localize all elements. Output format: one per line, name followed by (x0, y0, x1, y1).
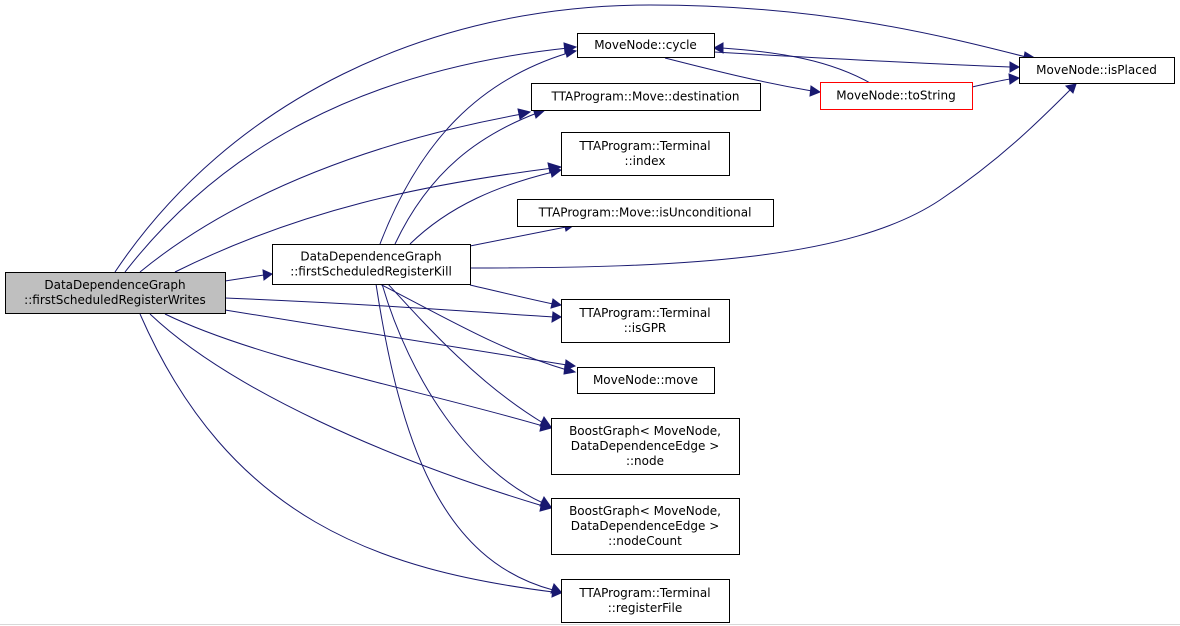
edge-root-to-destination (139, 108, 532, 273)
call-edges (114, 4, 1077, 598)
node-box (577, 367, 715, 394)
call-graph-nodes: DataDependenceGraph::firstScheduledRegis… (5, 33, 1175, 623)
edge-kill-to-isgpr (469, 284, 563, 309)
edge-kill-to-isplaced (469, 83, 1077, 269)
edge-root-to-cycle (124, 42, 578, 273)
node-movenode-cycle[interactable]: MoveNode::cycle (577, 33, 715, 58)
node-move-isunconditional[interactable]: TTAProgram::Move::isUnconditional (517, 199, 774, 227)
node-box (561, 579, 730, 623)
node-box (561, 299, 730, 343)
node-label-line: MoveNode::isPlaced (1036, 63, 1157, 77)
node-first-scheduled-register-kill[interactable]: DataDependenceGraph::firstScheduledRegis… (272, 244, 471, 285)
node-terminal-registerfile[interactable]: TTAProgram::Terminal::registerFile (561, 579, 730, 623)
node-label-line: ::firstScheduledRegisterKill (290, 265, 452, 279)
edge-kill-to-nodecount (381, 283, 553, 508)
node-label-line: BoostGraph< MoveNode, (569, 504, 721, 518)
node-label-line: BoostGraph< MoveNode, (569, 424, 721, 438)
edge-root-to-nodecount (149, 313, 553, 512)
node-box (1019, 57, 1175, 84)
node-label-line: ::registerFile (608, 601, 682, 615)
node-boostgraph-nodecount[interactable]: BoostGraph< MoveNode,DataDependenceEdge … (551, 498, 740, 555)
edge-kill-to-registerfile (375, 283, 563, 594)
node-label-line: DataDependenceGraph (44, 278, 185, 292)
node-label-line: MoveNode::toString (836, 89, 955, 103)
node-label-line: TTAProgram::Move::destination (551, 90, 740, 104)
node-movenode-tostring[interactable]: MoveNode::toString (820, 82, 973, 110)
node-box (577, 33, 715, 58)
node-label-line: TTAProgram::Move::isUnconditional (538, 206, 752, 220)
edge-tostring-to-isplaced (971, 73, 1021, 88)
node-label-line: MoveNode::cycle (594, 38, 697, 52)
node-box (5, 272, 226, 314)
node-movenode-isplaced[interactable]: MoveNode::isPlaced (1019, 57, 1175, 84)
node-label-line: TTAProgram::Terminal (578, 139, 710, 153)
node-terminal-index[interactable]: TTAProgram::Terminal::index (561, 132, 730, 176)
edge-cycle-to-tostring (664, 57, 822, 97)
node-box (517, 199, 774, 227)
node-box (561, 132, 730, 176)
node-first-scheduled-register-writes[interactable]: DataDependenceGraph::firstScheduledRegis… (5, 272, 226, 314)
edge-kill-to-node (387, 283, 553, 428)
node-boostgraph-node[interactable]: BoostGraph< MoveNode,DataDependenceEdge … (551, 418, 740, 475)
edge-kill-to-move (379, 283, 577, 375)
node-label-line: ::nodeCount (608, 534, 682, 548)
node-label-line: ::node (626, 454, 664, 468)
node-movenode-move[interactable]: MoveNode::move (577, 367, 715, 394)
node-label-line: ::isGPR (624, 321, 667, 335)
edge-kill-to-index (409, 166, 563, 245)
bottom-divider (0, 624, 1180, 625)
node-label-line: DataDependenceEdge > (571, 439, 720, 453)
node-label-line: MoveNode::move (593, 373, 698, 387)
node-box (820, 82, 973, 110)
node-label-line: TTAProgram::Terminal (578, 306, 710, 320)
edge-root-to-move (224, 309, 577, 371)
node-label-line: DataDependenceEdge > (571, 519, 720, 533)
node-box (531, 83, 761, 111)
node-label-line: DataDependenceGraph (300, 250, 441, 264)
node-box (551, 498, 740, 555)
node-label-line: TTAProgram::Terminal (578, 586, 710, 600)
node-terminal-isgpr[interactable]: TTAProgram::Terminal::isGPR (561, 299, 730, 343)
node-box (272, 244, 471, 285)
node-move-destination[interactable]: TTAProgram::Move::destination (531, 83, 761, 111)
node-box (551, 418, 740, 475)
edge-root-to-isgpr (224, 297, 562, 323)
edge-tostring-to-cycle (712, 42, 873, 85)
edge-kill-to-cycle (379, 47, 578, 245)
edge-root-to-kill (224, 269, 273, 282)
edge-cycle-to-isplaced (713, 51, 1021, 73)
node-label-line: ::firstScheduledRegisterWrites (24, 293, 206, 307)
node-label-line: ::index (625, 154, 666, 168)
